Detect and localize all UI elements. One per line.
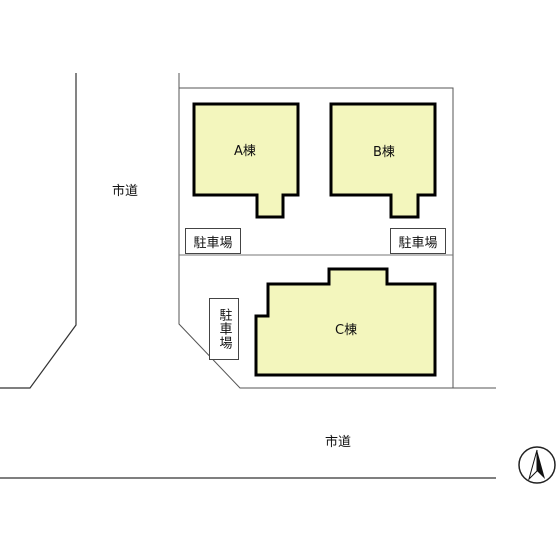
parking-label-left: 駐車場 xyxy=(185,228,241,254)
building-c xyxy=(254,267,437,377)
building-b-label: B棟 xyxy=(373,145,395,160)
parking-label-right: 駐車場 xyxy=(390,228,446,254)
north-arrow-icon xyxy=(518,446,556,484)
south-road-label: 市道 xyxy=(325,435,352,450)
building-a xyxy=(192,102,300,219)
building-c-label: C棟 xyxy=(335,323,358,338)
building-b xyxy=(329,102,437,219)
west-road-edge xyxy=(0,73,77,389)
parking-label-vertical: 駐車場 xyxy=(209,298,239,360)
west-road-label: 市道 xyxy=(112,184,139,199)
building-a-label: A棟 xyxy=(234,144,256,159)
lot-boundary xyxy=(178,73,496,389)
